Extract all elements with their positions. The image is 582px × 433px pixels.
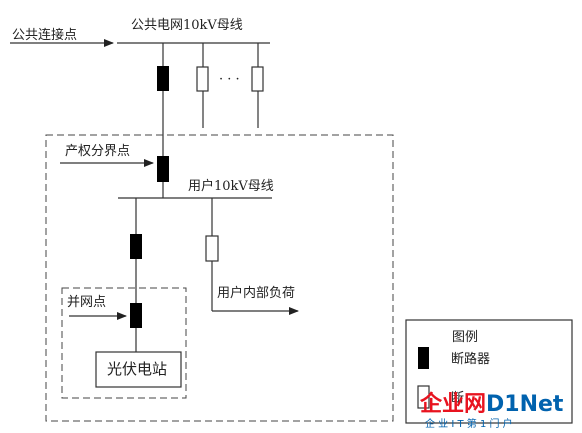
breaker-open-load [205, 235, 219, 262]
pv-station-box [95, 351, 182, 388]
grid-connection-box [61, 287, 187, 399]
breaker-grid-connection [130, 303, 142, 328]
public-grid-bus-label: 公共电网10kV母线 [131, 18, 243, 33]
watermark-cn-text: 企业网 [420, 392, 487, 417]
ellipsis-label: · · · [219, 72, 240, 87]
public-connection-point-label: 公共连接点 [12, 28, 78, 43]
watermark-en-text: D1Net [486, 392, 564, 417]
watermark-subtitle: 企 业 I T 第 1 门 户 [425, 419, 513, 430]
grid-connection-point-label: 并网点 [67, 295, 107, 310]
legend-obscured-label: 断 [451, 391, 465, 406]
watermark-logo: 企业网D1Net [420, 386, 563, 418]
breaker-open-feeder-2 [196, 66, 209, 92]
user-bus-label: 用户10kV母线 [188, 179, 274, 194]
legend-title: 图例 [452, 330, 479, 345]
property-boundary-point-label: 产权分界点 [65, 144, 131, 159]
legend-breaker-label: 断路器 [451, 352, 491, 367]
breaker-pv-upper [130, 234, 142, 259]
user-boundary-box [45, 134, 394, 422]
breaker-main-upper [157, 66, 169, 91]
breaker-open-feeder-3 [251, 66, 264, 92]
pv-station-label: 光伏电站 [107, 360, 168, 378]
legend-breaker-open-icon [417, 385, 430, 409]
legend-box [405, 319, 573, 424]
user-internal-load-label: 用户内部负荷 [217, 286, 296, 301]
legend-breaker-closed-icon [418, 347, 429, 369]
breaker-main-lower [157, 156, 169, 182]
